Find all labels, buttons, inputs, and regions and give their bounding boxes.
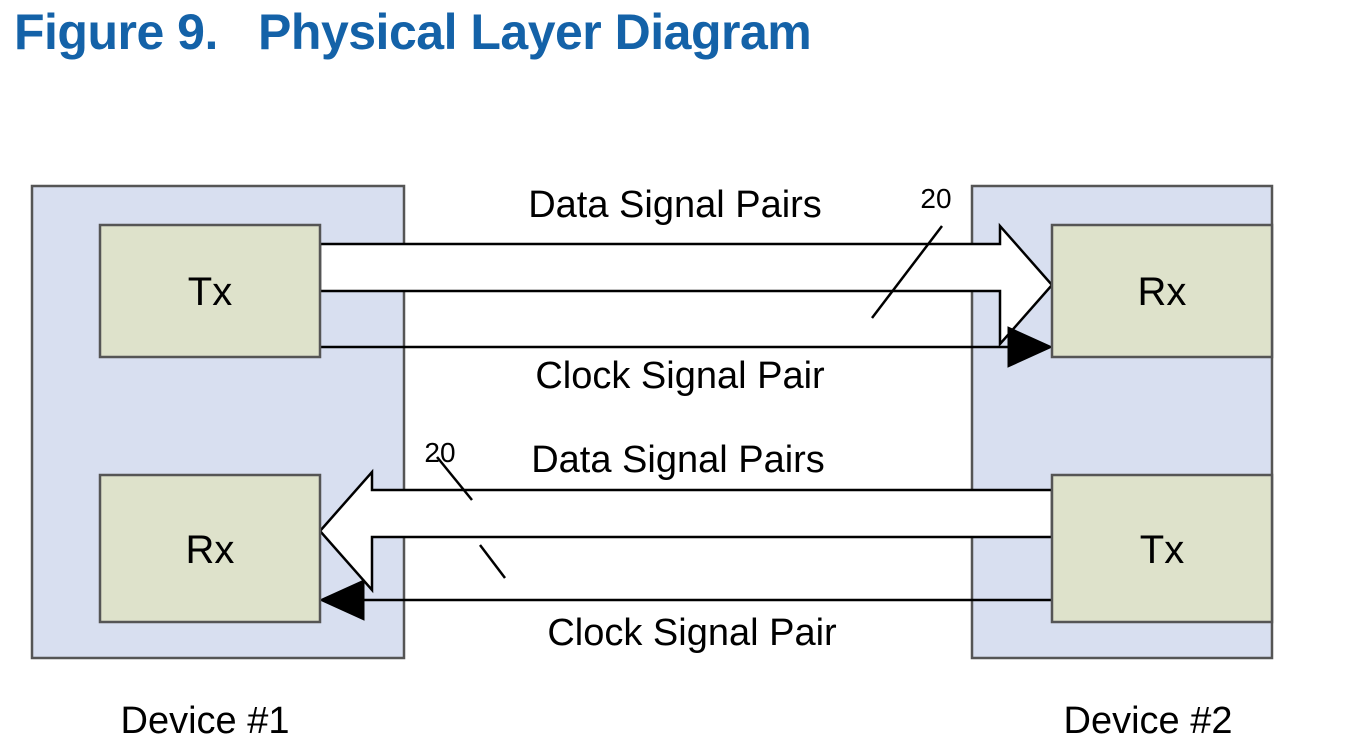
reverse-clock-arrowhead xyxy=(318,579,365,621)
device-2-rx-label: Rx xyxy=(1138,270,1187,314)
reverse-data-count-leader-lower xyxy=(479,544,506,579)
forward-data-label: Data Signal Pairs xyxy=(528,184,822,226)
device-1-rx-box xyxy=(98,473,322,624)
device-2-tx-box xyxy=(1050,473,1274,624)
reverse-data-block-arrow xyxy=(318,468,1054,594)
forward-data-count-leader xyxy=(871,225,943,319)
forward-clock-label: Clock Signal Pair xyxy=(535,355,825,397)
forward-data-count: 20 xyxy=(920,183,951,214)
device-1-caption: Device #1 xyxy=(121,700,290,742)
device-1-tx-label: Tx xyxy=(188,270,232,314)
forward-data-block-arrow xyxy=(318,222,1054,348)
reverse-clock-label: Clock Signal Pair xyxy=(547,612,837,654)
device-2-rx-box xyxy=(1050,223,1274,359)
reverse-data-count: 20 xyxy=(424,437,455,468)
reverse-data-count-leader-upper xyxy=(436,456,473,501)
device-1-tx-box xyxy=(98,223,322,359)
forward-clock-arrowhead xyxy=(1007,326,1054,368)
device-2-caption: Device #2 xyxy=(1064,700,1233,742)
reverse-data-label: Data Signal Pairs xyxy=(531,439,825,481)
page-title: Figure 9. Physical Layer Diagram xyxy=(14,4,812,60)
device-2-tx-label: Tx xyxy=(1140,528,1184,572)
device-1-rx-label: Rx xyxy=(186,528,235,572)
